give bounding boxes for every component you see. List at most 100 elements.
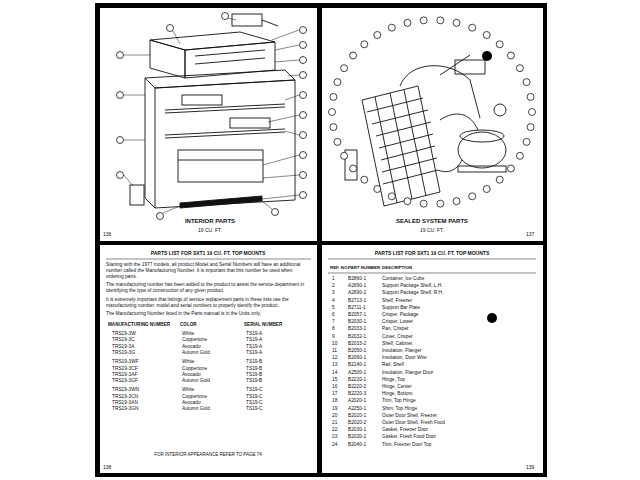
table-cell: B2713-1: [348, 298, 366, 304]
callout-circle: [516, 152, 523, 159]
table-cell: TRS19-3W: [112, 331, 136, 337]
table-cell: Avocado: [182, 344, 201, 350]
table-cell: 12: [332, 355, 337, 361]
table-cell: B2033-1: [348, 326, 366, 332]
figure-caption: INTERIOR PARTS: [185, 218, 235, 225]
table-cell: TRS19-3C: [112, 337, 135, 343]
callout-circle: [469, 24, 476, 31]
page-number: 138: [103, 464, 111, 470]
table-cell: Trim, Freezer Door Top: [382, 442, 431, 448]
table-cell: Avocado: [182, 400, 201, 406]
table-cell: B2030-2: [348, 434, 366, 440]
table-cell: A2020-1: [348, 398, 366, 404]
table-cell: Cover, Crisper: [382, 334, 413, 340]
column-header: COLOR: [180, 322, 197, 328]
punch-hole: [482, 51, 492, 61]
table-cell: 23: [332, 434, 337, 440]
table-cell: Autumn Gold: [182, 406, 210, 412]
table-cell: B2220-3: [348, 391, 366, 397]
table-cell: 15: [332, 377, 337, 383]
column-header: SERIAL NUMBER: [244, 322, 282, 328]
table-cell: Pan, Crisper: [382, 326, 409, 332]
table-cell: Insulation, Flanger: [382, 348, 421, 354]
callout-circle: [469, 193, 476, 200]
callout-circle: [361, 41, 368, 48]
cabinet-illustration: [130, 14, 295, 208]
page-sheet: [100, 245, 317, 473]
table-cell: B2220-2: [348, 384, 366, 390]
table-cell: 9: [332, 334, 335, 340]
leader-lines: [124, 18, 299, 213]
table-cell: 24: [332, 442, 337, 448]
table-cell: B2050-1: [348, 348, 366, 354]
figure-caption: SEALED SYSTEM PARTS: [396, 218, 468, 225]
callout-circle: [437, 17, 444, 24]
callout-circle: [329, 109, 336, 116]
table-cell: White: [182, 359, 194, 365]
callout-circle: [523, 138, 530, 145]
list-heading: PARTS LIST FOR SXT1 19 CU. FT. TOP MOUNT…: [151, 250, 265, 256]
callout-circle: [341, 152, 348, 159]
callout-circle: [507, 52, 514, 59]
table-cell: TRS19-3GF: [112, 378, 138, 384]
callout-circle: [437, 200, 444, 207]
column-header: PART NUMBER: [348, 265, 380, 270]
table-cell: TS19-B: [246, 378, 262, 384]
table-cell: TS19-C: [246, 387, 263, 393]
callout-circle: [527, 93, 534, 100]
callout-circle: [388, 193, 395, 200]
note-paragraph: It is extremely important that listings …: [106, 297, 310, 309]
table-cell: 19: [332, 406, 337, 412]
table-cell: Hinge, Center: [382, 384, 412, 390]
table-cell: TS19-A: [246, 344, 262, 350]
table-cell: TRS19-3GN: [112, 406, 138, 412]
table-cell: 4: [332, 298, 335, 304]
table-cell: TS19-C: [246, 394, 263, 400]
callout-circle: [496, 176, 503, 183]
callout-circle: [334, 79, 341, 86]
table-cell: 2: [332, 283, 335, 289]
page-number: 137: [526, 231, 534, 237]
table-cell: TRS19-3AF: [112, 372, 137, 378]
table-cell: TS19-B: [246, 359, 262, 365]
column-header: DESCRIPTION: [382, 265, 412, 270]
callout-circle: [341, 65, 348, 72]
note-paragraph: The Manufacturing Number listed in the P…: [106, 311, 310, 317]
table-cell: TS19-A: [246, 337, 262, 343]
table-cell: B2057-1: [348, 312, 366, 318]
table-cell: 21: [332, 420, 337, 426]
callout-circle: [330, 124, 337, 131]
table-cell: TRS19-3WF: [112, 359, 139, 365]
callout-circle: [404, 19, 411, 26]
table-cell: Avocado: [182, 372, 201, 378]
table-cell: Rail, Shelf: [382, 362, 404, 368]
table-cell: Autumn Gold: [182, 378, 210, 384]
callout-circle: [516, 65, 523, 72]
table-cell: Coppertone: [182, 366, 207, 372]
callout-circle: [453, 198, 460, 205]
table-cell: 5: [332, 305, 335, 311]
table-cell: 8: [332, 326, 335, 332]
table-cell: A2250-1: [348, 406, 366, 412]
table-cell: 7: [332, 319, 335, 325]
table-cell: TRS19-3CN: [112, 394, 138, 400]
callout-circles: [117, 13, 307, 220]
page-sheet: [322, 245, 543, 473]
callout-circle: [420, 200, 427, 207]
callout-circle: [483, 186, 490, 193]
footnote: FOR INTERIOR APPEARANCE REFER TO PAGE 74: [154, 452, 262, 457]
table-cell: B2020-2: [348, 420, 366, 426]
callout-circle: [420, 17, 427, 24]
table-cell: 13: [332, 362, 337, 368]
table-cell: 10: [332, 341, 337, 347]
table-cell: 20: [332, 413, 337, 419]
table-cell: TRS19-3AN: [112, 400, 138, 406]
table-cell: B2040-1: [348, 442, 366, 448]
callout-circle: [507, 165, 514, 172]
table-cell: Trim, Top Hinge: [382, 398, 416, 404]
table-cell: 11: [332, 348, 337, 354]
table-cell: B2220-1: [348, 377, 366, 383]
table-cell: Autumn Gold: [182, 350, 210, 356]
